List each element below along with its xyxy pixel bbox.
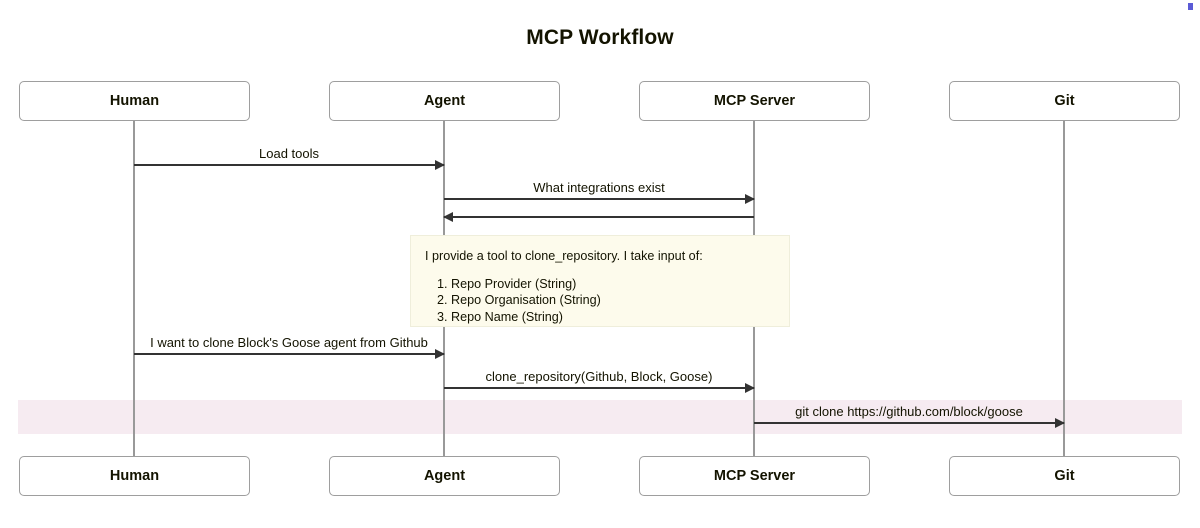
message-line (444, 387, 754, 389)
participant-footer-git[interactable]: Git (949, 456, 1180, 496)
note-heading: I provide a tool to clone_repository. I … (425, 249, 703, 263)
lifeline-human (133, 121, 135, 456)
arrow-head-right-icon (1055, 418, 1065, 428)
message-label: clone_repository(Github, Block, Goose) (485, 369, 713, 384)
message-line (134, 164, 444, 166)
participant-footer-human[interactable]: Human (19, 456, 250, 496)
participant-label: MCP Server (713, 468, 796, 484)
arrow-head-right-icon (435, 160, 445, 170)
highlight-band (18, 400, 1182, 434)
note-clone-repository-tool: I provide a tool to clone_repository. I … (410, 235, 790, 327)
participant-header-human[interactable]: Human (19, 81, 250, 121)
page-title: MCP Workflow (526, 26, 674, 49)
participant-label: Agent (423, 468, 466, 484)
participant-label: Git (1054, 93, 1075, 109)
note-item: 2. Repo Organisation (String) (437, 293, 601, 308)
arrow-head-right-icon (745, 194, 755, 204)
message-6: git clone https://github.com/block/goose (754, 398, 1065, 428)
message-label: Load tools (259, 146, 319, 161)
message-4: I want to clone Block's Goose agent from… (134, 329, 445, 359)
message-label: I want to clone Block's Goose agent from… (150, 335, 428, 350)
message-2: What integrations exist (444, 174, 755, 204)
participant-label: MCP Server (713, 93, 796, 109)
note-item: 1. Repo Provider (String) (437, 276, 577, 291)
participant-label: Human (109, 93, 160, 109)
participant-footer-mcp-server[interactable]: MCP Server (639, 456, 870, 496)
arrow-head-right-icon (745, 383, 755, 393)
message-line (134, 353, 444, 355)
note-item-list: 1. Repo Provider (String) 2. Repo Organis… (425, 276, 775, 326)
participant-label: Human (109, 468, 160, 484)
arrow-head-left-icon (443, 212, 453, 222)
note-item: 3. Repo Name (String) (437, 310, 563, 325)
message-line (754, 422, 1064, 424)
participant-footer-agent[interactable]: Agent (329, 456, 560, 496)
participant-label: Git (1054, 468, 1075, 484)
message-line (444, 198, 754, 200)
message-1: Load tools (134, 140, 445, 170)
message-label: What integrations exist (533, 180, 665, 195)
participant-header-git[interactable]: Git (949, 81, 1180, 121)
participant-header-mcp-server[interactable]: MCP Server (639, 81, 870, 121)
message-label: git clone https://github.com/block/goose (795, 404, 1023, 419)
arrow-head-right-icon (435, 349, 445, 359)
stray-pixel-artifact (1188, 3, 1193, 10)
message-line (444, 216, 754, 218)
message-3 (443, 192, 754, 222)
participant-label: Agent (423, 93, 466, 109)
participant-header-agent[interactable]: Agent (329, 81, 560, 121)
message-5: clone_repository(Github, Block, Goose) (444, 363, 755, 393)
lifeline-git (1063, 121, 1065, 456)
